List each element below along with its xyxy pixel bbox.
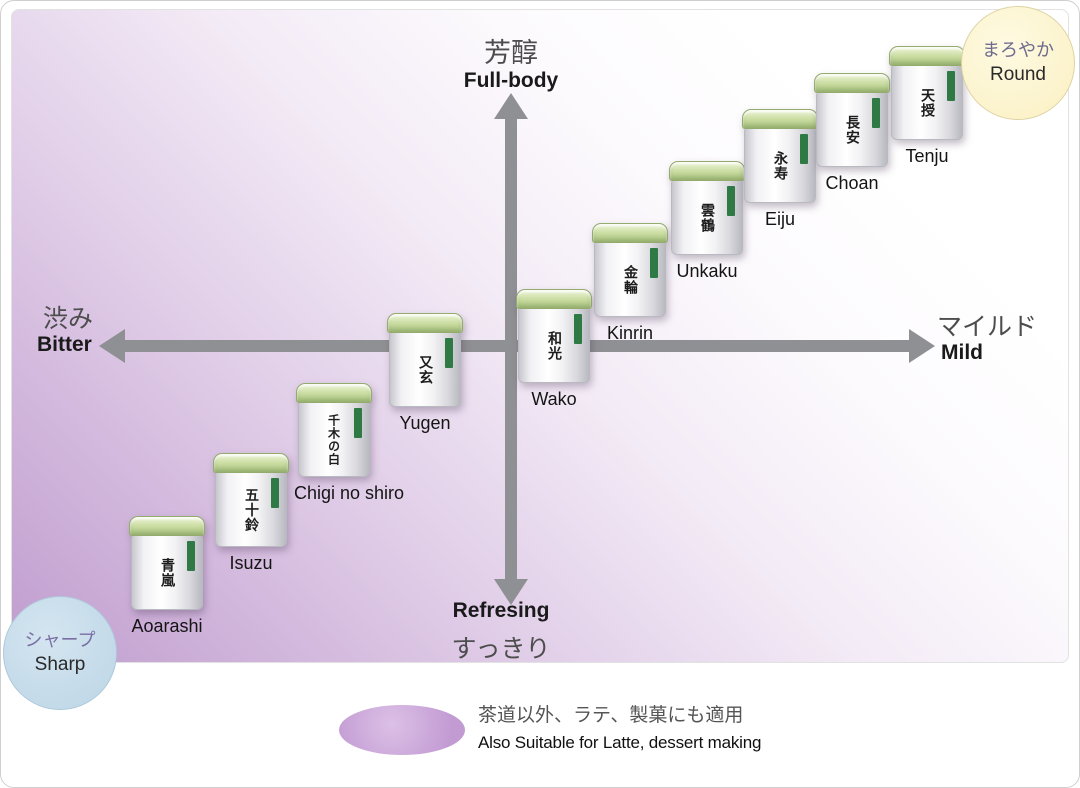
matcha-tin: 和光 xyxy=(516,289,592,383)
brand-stripe xyxy=(650,248,658,278)
tin-kanji-label: 雲鶴 xyxy=(699,202,715,233)
axis-label-top-en: Full-body xyxy=(463,69,559,92)
product-choan: 長安 Choan xyxy=(812,73,892,194)
tin-lid xyxy=(387,313,463,333)
product-wako: 和光 Wako xyxy=(514,289,594,410)
tin-lid xyxy=(814,73,890,93)
matcha-tin: 永寿 xyxy=(742,109,818,203)
tin-lid xyxy=(669,161,745,181)
sharp-badge-en-label: Sharp xyxy=(34,654,86,676)
tin-body: 天授 xyxy=(891,66,963,140)
matcha-tin: 雲鶴 xyxy=(669,161,745,255)
tin-kanji-label: 千木の白 xyxy=(326,413,341,466)
tin-kanji-label: 又玄 xyxy=(417,354,433,385)
tin-body: 和光 xyxy=(518,309,590,383)
tin-body: 千木の白 xyxy=(298,403,370,477)
tin-kanji-label: 青嵐 xyxy=(159,557,175,588)
matcha-tin: 又玄 xyxy=(387,313,463,407)
tin-body: 長安 xyxy=(816,93,888,167)
brand-stripe xyxy=(354,408,362,438)
arrowhead-up-icon xyxy=(494,93,528,119)
tin-kanji-label: 天授 xyxy=(919,87,935,118)
product-yugen: 又玄 Yugen xyxy=(385,313,465,434)
tin-lid xyxy=(516,289,592,309)
product-name-label: Eiju xyxy=(764,209,795,229)
tin-kanji-label: 和光 xyxy=(546,330,562,361)
tin-kanji-label: 長安 xyxy=(844,114,860,145)
tin-kanji-label: 永寿 xyxy=(772,150,788,181)
axis-label-right-en: Mild xyxy=(941,341,983,364)
tin-body: 五十鈴 xyxy=(215,473,287,547)
matcha-tin: 五十鈴 xyxy=(213,453,289,547)
brand-stripe xyxy=(187,541,195,571)
matcha-tin: 千木の白 xyxy=(296,383,372,477)
product-name-label: Isuzu xyxy=(229,553,273,573)
brand-stripe xyxy=(271,478,279,508)
product-name-label: Kinrin xyxy=(606,323,654,343)
matcha-tin: 青嵐 xyxy=(129,516,205,610)
arrowhead-down-icon xyxy=(494,579,528,605)
axis-label-left-ja: 渋み xyxy=(43,305,94,333)
legend-ellipse-icon xyxy=(339,705,465,755)
product-name-label: Unkaku xyxy=(676,261,738,281)
tin-lid xyxy=(742,109,818,129)
legend-text: 茶道以外、ラテ、製菓にも適用 Also Suitable for Latte, … xyxy=(478,701,761,757)
brand-stripe xyxy=(574,314,582,344)
tin-lid xyxy=(592,223,668,243)
horizontal-axis-bar xyxy=(123,340,911,352)
product-name-label: Aoarashi xyxy=(131,616,203,636)
axis-label-right-ja: マイルド xyxy=(937,313,1038,341)
product-name-label: Tenju xyxy=(905,146,949,166)
product-unkaku: 雲鶴 Unkaku xyxy=(667,161,747,282)
product-name-label: Chigi no shiro xyxy=(294,483,405,503)
matcha-tin: 長安 xyxy=(814,73,890,167)
tin-body: 雲鶴 xyxy=(671,181,743,255)
round-badge-en-label: Round xyxy=(990,64,1046,86)
sharp-corner-badge: シャープ Sharp xyxy=(3,596,117,710)
tin-lid xyxy=(889,46,965,66)
brand-stripe xyxy=(872,98,880,128)
axis-label-bottom-ja: すっきり xyxy=(451,635,551,663)
axis-label-top-ja: 芳醇 xyxy=(484,38,538,68)
sharp-badge-ja-label: シャープ xyxy=(24,630,96,651)
brand-stripe xyxy=(445,338,453,368)
product-name-label: Choan xyxy=(825,173,879,193)
round-corner-badge: まろやか Round xyxy=(961,6,1075,120)
product-tenju: 天授 Tenju xyxy=(887,46,967,167)
axis-label-left-en: Bitter xyxy=(37,333,92,356)
matcha-tin: 天授 xyxy=(889,46,965,140)
tin-body: 又玄 xyxy=(389,333,461,407)
tin-body: 青嵐 xyxy=(131,536,203,610)
arrowhead-right-icon xyxy=(909,329,935,363)
tin-lid xyxy=(213,453,289,473)
tin-body: 永寿 xyxy=(744,129,816,203)
legend-ja-label: 茶道以外、ラテ、製菓にも適用 xyxy=(478,705,744,726)
brand-stripe xyxy=(727,186,735,216)
tin-kanji-label: 五十鈴 xyxy=(243,487,259,532)
product-name-label: Yugen xyxy=(399,413,451,433)
product-isuzu: 五十鈴 Isuzu xyxy=(211,453,291,574)
product-chigi-no-shiro: 千木の白 Chigi no shiro xyxy=(294,383,405,504)
tin-kanji-label: 金輪 xyxy=(622,264,638,295)
product-eiju: 永寿 Eiju xyxy=(740,109,820,230)
matcha-tin: 金輪 xyxy=(592,223,668,317)
axis-label-bottom-en: Refresing xyxy=(452,599,550,622)
tin-lid xyxy=(129,516,205,536)
tin-body: 金輪 xyxy=(594,243,666,317)
product-aoarashi: 青嵐 Aoarashi xyxy=(127,516,207,637)
brand-stripe xyxy=(800,134,808,164)
product-name-label: Wako xyxy=(531,389,577,409)
legend-en-label: Also Suitable for Latte, dessert making xyxy=(478,733,762,753)
product-kinrin: 金輪 Kinrin xyxy=(590,223,670,344)
arrowhead-left-icon xyxy=(99,329,125,363)
brand-stripe xyxy=(947,71,955,101)
round-badge-ja-label: まろやか xyxy=(982,40,1054,61)
tin-lid xyxy=(296,383,372,403)
